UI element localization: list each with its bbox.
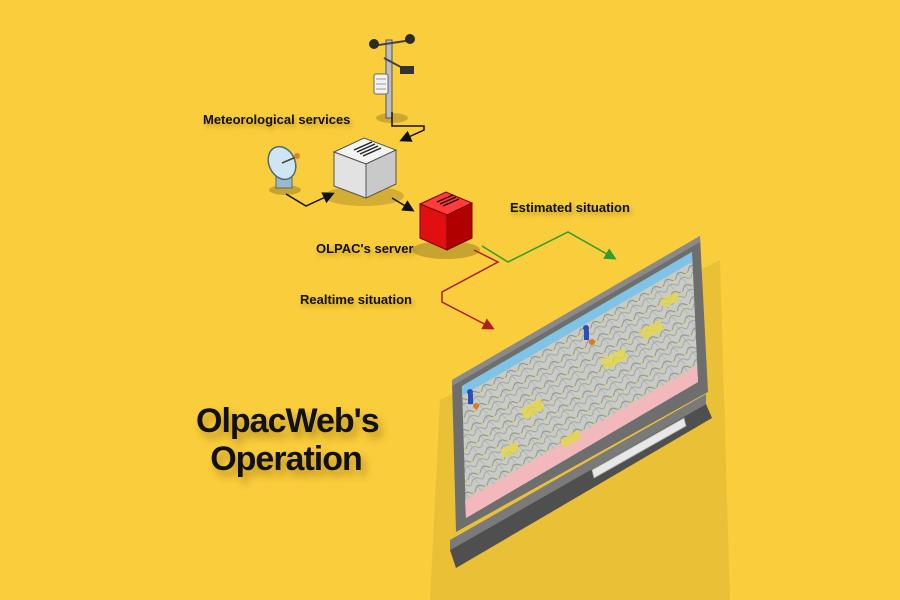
meteorological-services-label: Meteorological services xyxy=(203,112,351,127)
estimated-situation-label: Estimated situation xyxy=(510,200,630,215)
meteo-server-icon xyxy=(324,137,404,206)
estimated-arrow xyxy=(481,231,617,263)
weather-station-icon xyxy=(369,34,415,123)
laptop-icon xyxy=(430,236,730,600)
realtime-situation-label: Realtime situation xyxy=(300,292,412,307)
map-header-bar xyxy=(462,252,692,396)
station-to-server-arrow xyxy=(391,112,425,142)
title-line-2: Operation xyxy=(210,440,363,478)
olpac-server-label: OLPAC's server xyxy=(316,241,414,256)
data-flow-connectors xyxy=(285,112,425,212)
server-to-olpac-arrow xyxy=(391,197,415,212)
dish-to-server-arrow xyxy=(285,192,335,207)
satellite-dish-icon xyxy=(267,145,301,195)
map-screen xyxy=(462,252,698,518)
diagram-title: OlpacWeb's Operation xyxy=(196,402,380,478)
map-footer-bar xyxy=(465,366,698,518)
olpac-server-icon xyxy=(412,191,480,259)
realtime-arrow xyxy=(441,249,500,330)
map-marker xyxy=(583,325,589,340)
map-marker xyxy=(467,389,473,404)
title-line-1: OlpacWeb's xyxy=(196,402,380,440)
